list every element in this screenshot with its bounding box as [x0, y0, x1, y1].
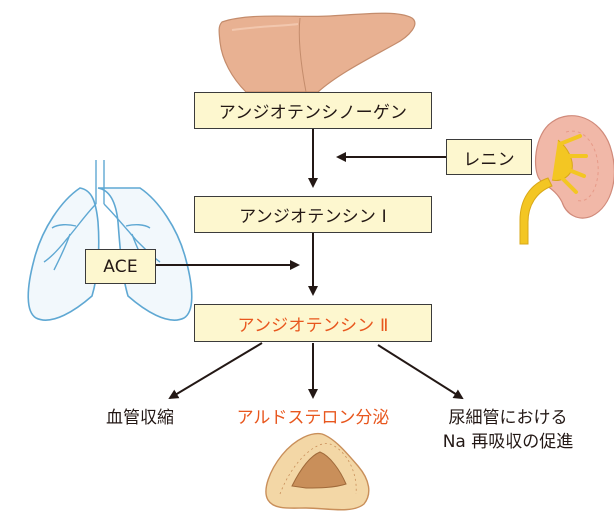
- ace-box: ACE: [85, 249, 156, 284]
- aldosterone-label: アルドステロン分泌: [218, 406, 408, 430]
- angiotensinogen-box: アンジオテンシノーゲン: [194, 92, 432, 129]
- tubule-label-line1: 尿細管における: [422, 406, 594, 430]
- arrow-to-tubule: [378, 345, 462, 398]
- renin-label: レニン: [463, 145, 515, 170]
- tubule-label-line2: Na 再吸収の促進: [422, 430, 594, 454]
- renin-box: レニン: [446, 139, 532, 175]
- liver-icon: [219, 13, 415, 92]
- angiotensin1-box: アンジオテンシン Ⅰ: [194, 196, 432, 233]
- arrow-to-vasoconstriction: [170, 343, 262, 398]
- kidney-icon: [520, 116, 614, 244]
- adrenal-gland-icon: [266, 434, 369, 510]
- ace-label: ACE: [103, 257, 138, 277]
- angiotensinogen-label: アンジオテンシノーゲン: [219, 98, 408, 123]
- angiotensin2-label: アンジオテンシン Ⅱ: [237, 311, 388, 336]
- flow-arrows: [156, 129, 462, 398]
- angiotensin2-box: アンジオテンシン Ⅱ: [194, 304, 432, 342]
- angiotensin1-label: アンジオテンシン Ⅰ: [239, 202, 387, 227]
- tubule-label: 尿細管における Na 再吸収の促進: [422, 406, 594, 454]
- vasoconstriction-label: 血管収縮: [80, 406, 200, 430]
